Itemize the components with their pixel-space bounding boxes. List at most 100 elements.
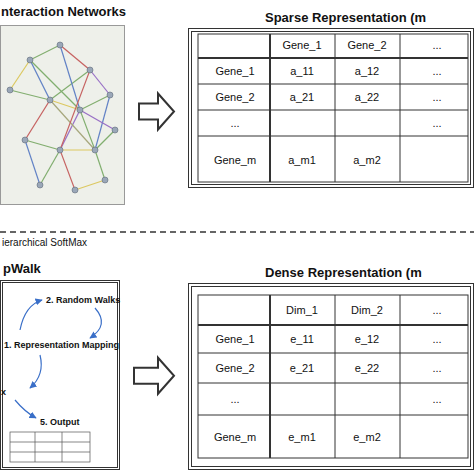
- network-edge: [30, 45, 60, 60]
- row-header-cell: Gene_2: [215, 362, 254, 374]
- network-vertex: [47, 97, 53, 103]
- network-vertex: [72, 187, 78, 193]
- mini-table: [35, 432, 36, 462]
- node-heading: pWalk: [3, 261, 41, 276]
- table-cell: a_m1: [288, 154, 316, 166]
- table-grid: [335, 34, 336, 182]
- table-grid: [198, 324, 468, 326]
- step-label: x: [1, 387, 6, 397]
- table-grid: [198, 415, 468, 416]
- table-cell: ...: [432, 91, 441, 103]
- table-grid: [198, 34, 468, 182]
- table-header-cell: Gene_1: [282, 39, 321, 51]
- network-vertex: [57, 42, 63, 48]
- row-header-cell: Gene_1: [215, 65, 254, 77]
- network-vertex: [87, 67, 93, 73]
- network-edge: [90, 70, 110, 95]
- table-cell: e_m2: [353, 431, 381, 443]
- table-grid: [198, 57, 468, 59]
- node-heading: Sparse Representation (m: [265, 10, 426, 25]
- step-arrow: [20, 300, 42, 330]
- table-grid: [198, 136, 468, 137]
- table-grid: [269, 295, 271, 458]
- step-label: 5. Output: [40, 417, 80, 427]
- network-edge: [75, 180, 105, 190]
- row-header-cell: Gene_m: [214, 154, 256, 166]
- network-vertex: [37, 182, 43, 188]
- row-header-cell: Gene_2: [215, 91, 254, 103]
- row-header-cell: Gene_1: [215, 333, 254, 345]
- table-cell: a_12: [355, 65, 379, 77]
- network-edge: [30, 60, 50, 100]
- network-edge: [25, 100, 50, 140]
- step-arrow: [30, 355, 41, 388]
- network-edge: [10, 60, 30, 90]
- table-grid: [400, 34, 401, 182]
- table-header-cell: Dim_2: [351, 304, 383, 316]
- network-image-box: nteraction Networks: [0, 25, 125, 205]
- node-heading: Dense Representation (m: [265, 265, 422, 280]
- step-label: 1. Representation Mapping: [4, 340, 119, 350]
- network-edge: [95, 130, 115, 150]
- mini-table: [10, 452, 90, 453]
- table-cell: a_m2: [353, 154, 381, 166]
- block-arrow: [139, 94, 174, 130]
- table-cell: e_m1: [288, 431, 316, 443]
- table-cell: a_21: [290, 91, 314, 103]
- network-vertex: [112, 127, 118, 133]
- network-vertex: [22, 137, 28, 143]
- network-vertex: [92, 147, 98, 153]
- network-edge: [30, 60, 80, 110]
- network-edge: [60, 149, 95, 150]
- table-cell: ...: [432, 117, 441, 129]
- table-grid: [198, 110, 468, 111]
- network-edge: [80, 95, 110, 110]
- network-edge: [25, 140, 40, 185]
- table-header-cell: ...: [432, 39, 441, 51]
- network-vertex: [7, 87, 13, 93]
- network-edge: [60, 150, 75, 190]
- table-cell: ...: [432, 393, 441, 405]
- table-cell: ...: [432, 65, 441, 77]
- table-grid: [198, 383, 468, 384]
- network-edge: [60, 70, 90, 150]
- block-arrow: [134, 358, 174, 394]
- table-grid: [198, 295, 468, 458]
- table-header-cell: ...: [432, 304, 441, 316]
- table-cell: a_22: [355, 91, 379, 103]
- network-edge: [10, 90, 50, 100]
- network-vertex: [107, 92, 113, 98]
- row-header-cell: ...: [230, 117, 239, 129]
- table-grid: [400, 295, 401, 458]
- table-header-cell: Gene_2: [347, 39, 386, 51]
- table-grid: [198, 84, 468, 85]
- network-edge: [40, 150, 60, 185]
- network-edge: [60, 45, 90, 70]
- row-header-cell: ...: [230, 393, 239, 405]
- process-box: pWalk: [0, 280, 120, 470]
- mini-table: [10, 432, 90, 462]
- network-vertex: [57, 147, 63, 153]
- mini-table: [10, 442, 90, 443]
- network-vertex: [102, 177, 108, 183]
- connector-group: [139, 94, 174, 130]
- node-heading: nteraction Networks: [1, 4, 126, 19]
- table-grid: [198, 353, 468, 354]
- network-background: [1, 26, 124, 204]
- table-cell: a_11: [290, 65, 314, 77]
- table-cell: e_12: [355, 333, 379, 345]
- network-edge: [25, 140, 60, 150]
- table-cell: e_21: [290, 362, 314, 374]
- section-label: ierarchical SoftMax: [2, 237, 87, 248]
- table-cell: e_11: [290, 333, 314, 345]
- table-cell: e_22: [355, 362, 379, 374]
- network-vertex: [27, 57, 33, 63]
- step-label: 2. Random Walks: [46, 295, 120, 305]
- row-header-cell: Gene_m: [214, 431, 256, 443]
- table-cell: ...: [432, 333, 441, 345]
- step-arrow: [90, 308, 101, 338]
- network-edge: [95, 150, 105, 180]
- table-grid: [335, 295, 336, 458]
- connector-group: [134, 358, 174, 394]
